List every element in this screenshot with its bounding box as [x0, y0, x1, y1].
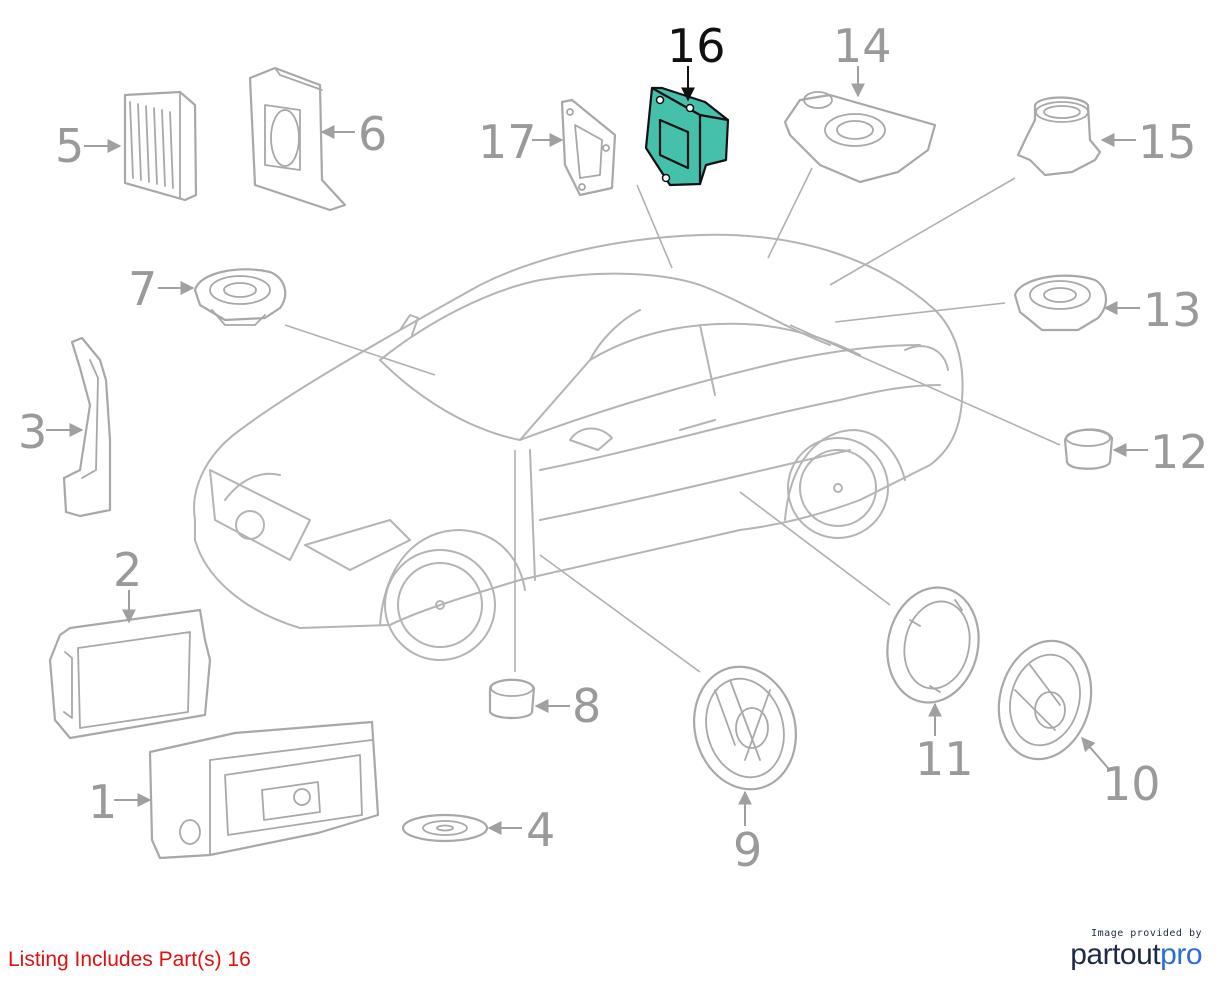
- callout-3[interactable]: 3: [18, 405, 47, 459]
- callout-13[interactable]: 13: [1143, 283, 1202, 337]
- part-6-module[interactable]: [248, 66, 347, 212]
- part-9-woofer[interactable]: [681, 655, 810, 801]
- callout-5[interactable]: 5: [55, 119, 84, 173]
- arrow-10: [1081, 736, 1109, 769]
- part-15-speaker[interactable]: [1016, 96, 1102, 177]
- callout-17[interactable]: 17: [478, 115, 537, 169]
- callout-9[interactable]: 9: [733, 823, 762, 877]
- part-2-display[interactable]: [48, 608, 212, 740]
- partoutpro-logo: partoutpro: [1070, 939, 1202, 971]
- part-12-speaker[interactable]: [1063, 428, 1114, 470]
- brand-badge: Image provided by partoutpro: [1070, 928, 1202, 971]
- callout-1[interactable]: 1: [88, 775, 117, 829]
- part-7-tweeter[interactable]: [193, 268, 287, 326]
- callout-15[interactable]: 15: [1138, 115, 1197, 169]
- callout-8[interactable]: 8: [572, 679, 601, 733]
- callout-2[interactable]: 2: [113, 543, 142, 597]
- part-4-disc[interactable]: [401, 813, 489, 843]
- callout-16[interactable]: 16: [667, 19, 726, 73]
- part-3-trim[interactable]: [62, 336, 112, 518]
- logo-part1: partout: [1070, 938, 1161, 971]
- car-illustration: [193, 233, 964, 661]
- callout-14[interactable]: 14: [833, 19, 892, 73]
- part-13-tweeter[interactable]: [1013, 274, 1107, 332]
- part-16-highlighted[interactable]: [644, 86, 730, 187]
- callout-10[interactable]: 10: [1102, 757, 1161, 811]
- callout-6[interactable]: 6: [358, 107, 387, 161]
- part-10-woofer[interactable]: [986, 630, 1104, 769]
- callout-11[interactable]: 11: [915, 732, 974, 786]
- callout-4[interactable]: 4: [526, 803, 555, 857]
- part-14-speaker-housing[interactable]: [783, 91, 937, 184]
- brand-credit: Image provided by: [1091, 928, 1202, 939]
- callout-12[interactable]: 12: [1150, 425, 1209, 479]
- logo-part2: pro: [1160, 938, 1202, 971]
- leader-lines: [284, 167, 1061, 673]
- part-1-head-unit[interactable]: [148, 720, 380, 860]
- part-17-bracket[interactable]: [560, 98, 617, 197]
- listing-note: Listing Includes Part(s) 16: [8, 948, 251, 971]
- part-11-speaker[interactable]: [877, 579, 989, 711]
- part-8-speaker[interactable]: [488, 678, 536, 720]
- part-5-amplifier[interactable]: [123, 90, 198, 202]
- callout-7[interactable]: 7: [128, 262, 157, 316]
